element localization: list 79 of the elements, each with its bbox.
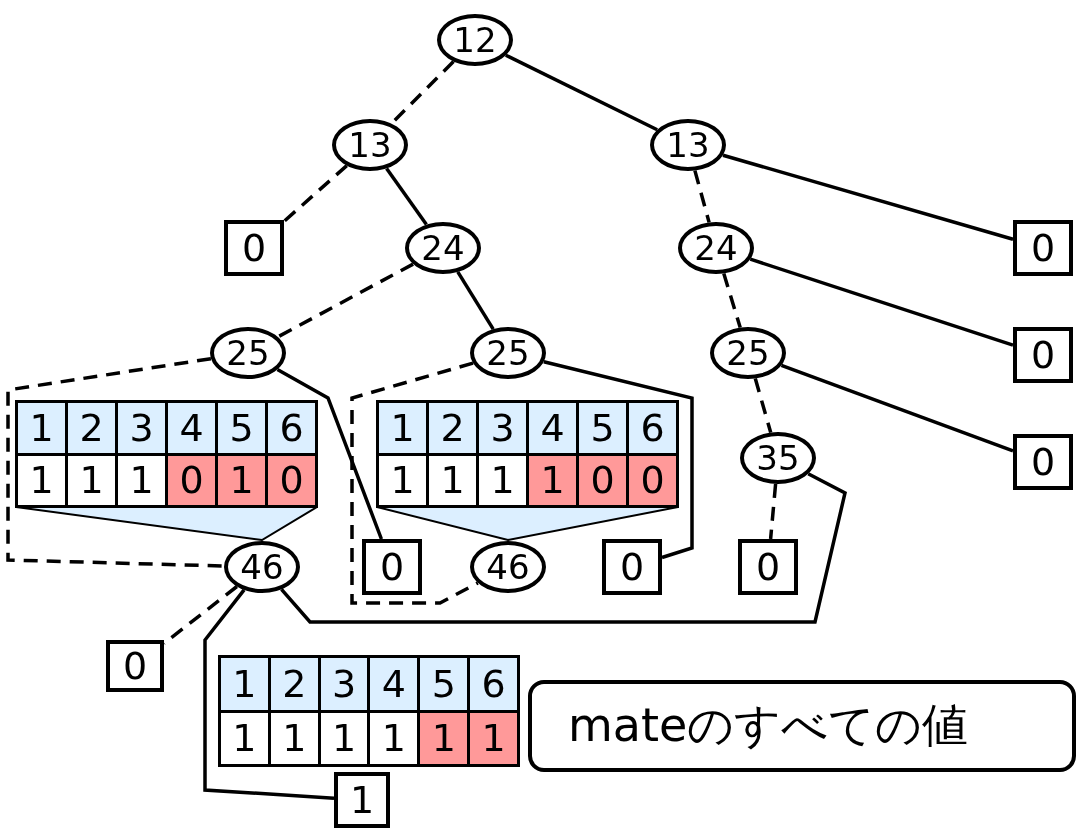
header-cell: 6 xyxy=(629,403,676,453)
solid-edge xyxy=(780,363,1014,453)
header-cell: 5 xyxy=(579,403,626,453)
value-cell: 1 xyxy=(379,455,426,505)
callout-pointer xyxy=(376,506,679,541)
tree-node-ellipse: 25 xyxy=(710,327,786,379)
terminal-box: 0 xyxy=(1013,434,1073,490)
value-cell: 1 xyxy=(370,712,418,764)
header-cell: 6 xyxy=(470,658,517,710)
solid-edge xyxy=(280,472,847,624)
dashed-edge xyxy=(693,170,711,223)
terminal-box: 0 xyxy=(224,220,284,276)
dashed-edge xyxy=(282,164,348,223)
value-cell: 1 xyxy=(529,455,576,505)
terminal-box: 0 xyxy=(738,539,798,595)
header-cell: 4 xyxy=(370,658,418,710)
tree-node-ellipse: 24 xyxy=(405,222,481,274)
solid-edge xyxy=(203,588,335,800)
value-cell: 0 xyxy=(168,455,215,505)
callout-box: mateのすべての値 xyxy=(528,680,1076,772)
solid-edge xyxy=(722,153,1014,241)
value-cell: 1 xyxy=(479,455,526,505)
value-cell: 1 xyxy=(420,712,468,764)
tree-node-ellipse: 13 xyxy=(332,119,408,171)
header-cell: 4 xyxy=(529,403,576,453)
tree-node-ellipse: 46 xyxy=(224,541,300,593)
header-cell: 3 xyxy=(479,403,526,453)
solid-edge xyxy=(276,367,384,540)
value-cell: 0 xyxy=(268,455,315,505)
header-cell: 3 xyxy=(118,403,165,453)
value-cell: 1 xyxy=(18,455,65,505)
header-cell: 4 xyxy=(168,403,215,453)
solid-edge xyxy=(456,270,495,331)
terminal-box: 0 xyxy=(1013,327,1073,383)
header-cell: 2 xyxy=(429,403,476,453)
dashed-edge xyxy=(722,273,742,328)
solid-edge xyxy=(543,360,694,560)
header-cell: 3 xyxy=(320,658,368,710)
dashed-edge xyxy=(753,378,773,433)
header-cell: 1 xyxy=(379,403,426,453)
dashed-edge xyxy=(768,483,778,540)
solid-edge xyxy=(385,167,428,226)
solid-edge xyxy=(749,257,1014,347)
callout-pointer xyxy=(15,506,318,541)
tree-node-ellipse: 25 xyxy=(470,327,546,379)
value-cell: 1 xyxy=(68,455,115,505)
tree-node-ellipse: 12 xyxy=(437,14,513,66)
dashed-edge xyxy=(277,262,414,339)
tree-node-ellipse: 25 xyxy=(210,327,286,379)
solid-edge xyxy=(505,53,658,132)
terminal-box: 0 xyxy=(1013,220,1073,276)
terminal-box: 0 xyxy=(106,640,164,692)
terminal-box: 1 xyxy=(334,772,390,828)
value-cell: 1 xyxy=(270,712,318,764)
tree-node-ellipse: 46 xyxy=(470,541,546,593)
header-cell: 2 xyxy=(270,658,318,710)
value-cell: 0 xyxy=(579,455,626,505)
value-cell: 1 xyxy=(118,455,165,505)
value-cell: 1 xyxy=(470,712,517,764)
tree-node-ellipse: 24 xyxy=(678,222,754,274)
header-cell: 1 xyxy=(18,403,65,453)
terminal-box: 0 xyxy=(602,539,662,595)
header-cell: 1 xyxy=(221,658,268,710)
value-cell: 1 xyxy=(320,712,368,764)
dashed-edge xyxy=(6,356,225,568)
value-cell: 0 xyxy=(629,455,676,505)
header-cell: 6 xyxy=(268,403,315,453)
mate-table xyxy=(15,400,318,508)
terminal-box: 0 xyxy=(362,539,422,595)
value-cell: 1 xyxy=(221,712,268,764)
header-cell: 5 xyxy=(420,658,468,710)
header-cell: 2 xyxy=(68,403,115,453)
mate-table xyxy=(376,400,679,508)
value-cell: 1 xyxy=(429,455,476,505)
tree-node-ellipse: 35 xyxy=(740,432,816,484)
value-cell: 1 xyxy=(218,455,265,505)
mate-table xyxy=(218,655,520,767)
header-cell: 5 xyxy=(218,403,265,453)
tree-node-ellipse: 13 xyxy=(650,119,726,171)
